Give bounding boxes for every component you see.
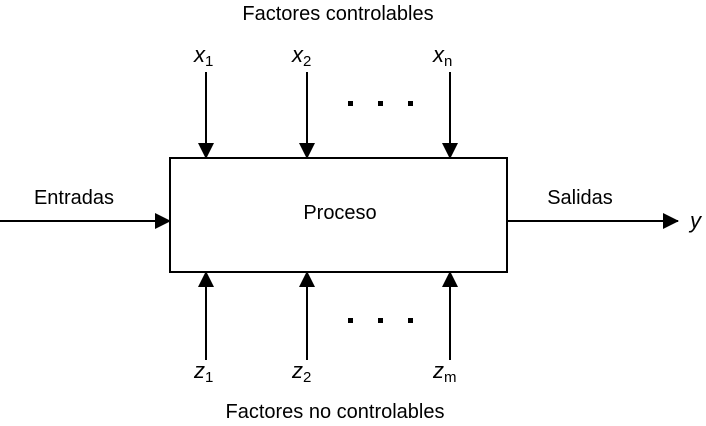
- controllable-factor: x1: [193, 42, 214, 159]
- factor-label: z1: [193, 358, 213, 386]
- outputs-label: Salidas: [547, 187, 613, 209]
- factor-label: x2: [291, 42, 311, 70]
- factor-label: x1: [193, 42, 213, 70]
- controllable-factor: x2: [291, 42, 315, 159]
- uncontrollable-factor: z2: [291, 271, 315, 386]
- process-label: Proceso: [303, 202, 376, 224]
- factor-label: zm: [432, 358, 457, 386]
- factor-label: xn: [432, 42, 452, 70]
- controllable-factor: xn: [432, 42, 458, 159]
- ellipsis-top: [348, 101, 413, 106]
- output-variable: y: [688, 208, 703, 233]
- uncontrollable-factors-title: Factores no controlables: [225, 401, 444, 423]
- inputs-label: Entradas: [34, 187, 114, 209]
- uncontrollable-factor: z1: [193, 271, 214, 386]
- ellipsis-bottom: [348, 318, 413, 323]
- factor-label: z2: [291, 358, 311, 386]
- process-box: [169, 157, 508, 273]
- controllable-factors-title: Factores controlables: [242, 3, 433, 25]
- uncontrollable-factor: zm: [432, 271, 458, 386]
